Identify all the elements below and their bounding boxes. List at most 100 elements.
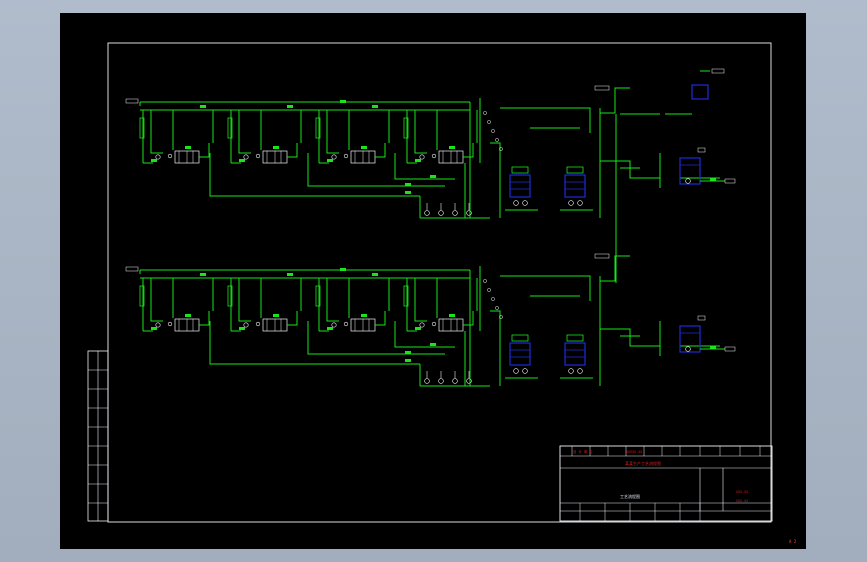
pump-symbol [452, 378, 458, 384]
line-tag [340, 268, 346, 271]
designer-label: 设 计 单 位 [573, 449, 593, 454]
storage-tank [679, 157, 701, 185]
train-branch [326, 278, 339, 322]
pump-symbol [331, 154, 337, 160]
vent-label [594, 85, 610, 91]
train-outlet [287, 311, 298, 326]
condenser [566, 166, 584, 174]
line-tag [449, 146, 455, 149]
train-outlet [463, 143, 474, 158]
line-tag [327, 159, 333, 162]
vessel-body [509, 342, 531, 366]
pump-symbol [419, 322, 425, 328]
pump-symbol [424, 210, 430, 216]
pump-symbol [513, 368, 519, 374]
pump-symbol [522, 200, 528, 206]
pump-symbol [331, 322, 337, 328]
column-vessel [139, 117, 145, 139]
reactor-train-4 [403, 278, 478, 332]
pump-symbol [155, 322, 161, 328]
valve-symbol [499, 315, 503, 319]
line-tag [273, 146, 279, 149]
train-branch [414, 110, 427, 154]
product-line [600, 328, 660, 347]
process-unit-upper [125, 85, 736, 219]
train-branch [326, 110, 339, 154]
inner-border [107, 42, 772, 523]
pump-symbol [452, 210, 458, 216]
column-bottoms [490, 142, 501, 218]
train-outlet [287, 143, 298, 158]
feed-inlet-label [125, 98, 139, 104]
line-tag [405, 359, 411, 362]
line-tag [185, 314, 191, 317]
line-tag [405, 351, 411, 354]
reactor-train-2 [227, 278, 302, 332]
tank-label [711, 68, 725, 74]
collect-line-2 [307, 153, 445, 187]
product-line [600, 160, 660, 179]
vent-line [600, 255, 630, 282]
vessel-body [564, 342, 586, 366]
line-tag [361, 314, 367, 317]
pump-symbol [568, 200, 574, 206]
valve-symbol [499, 147, 503, 151]
train-outlet [375, 311, 386, 326]
collect-line-3 [394, 153, 455, 180]
condenser [511, 166, 529, 174]
pump-symbol [685, 346, 691, 352]
line-tag [200, 273, 206, 276]
valve-symbol [343, 321, 349, 327]
line-tag [151, 327, 157, 330]
valve-symbol [495, 138, 499, 142]
line-tag [415, 159, 421, 162]
pump-symbol [513, 200, 519, 206]
reactor-train-2 [227, 110, 302, 164]
line-tag [273, 314, 279, 317]
reflux-drum [545, 299, 552, 317]
drawing-code-1: XXX-XX [736, 490, 749, 494]
storage-label [697, 147, 706, 153]
corner-tag: A 2 [789, 539, 797, 544]
pump-symbol [577, 368, 583, 374]
line-tag [405, 191, 411, 194]
pump-symbol [522, 368, 528, 374]
line-tag [710, 178, 716, 181]
valve-symbol [255, 153, 261, 159]
line-tag [151, 159, 157, 162]
storage-tank [679, 325, 701, 353]
line-tag [185, 146, 191, 149]
reactor-train-3 [315, 110, 390, 164]
line-tag [287, 105, 293, 108]
pump-symbol [466, 210, 472, 216]
column-vessel-2 [560, 166, 593, 211]
condenser [566, 334, 584, 342]
collect-line-2 [307, 321, 445, 355]
pump-symbol [243, 154, 249, 160]
column-feed [500, 107, 591, 133]
line-tag [710, 346, 716, 349]
column-vessel [227, 117, 233, 139]
line-tag [430, 175, 436, 178]
valve-symbol [487, 288, 491, 292]
collect-line-1 [209, 321, 420, 365]
train-branch [150, 278, 163, 322]
project-code: XXXXX-XX [626, 450, 643, 454]
valve-symbol [495, 306, 499, 310]
column-vessel [139, 285, 145, 307]
valve-symbol [491, 297, 495, 301]
line-tag [415, 327, 421, 330]
line-tag [372, 273, 378, 276]
line-tag [200, 105, 206, 108]
line-tag [239, 159, 245, 162]
pump-symbol [568, 368, 574, 374]
vent-line [600, 87, 630, 114]
line-tag [340, 100, 346, 103]
tank-body [679, 325, 701, 353]
train-outlet [199, 311, 210, 326]
pump-symbol [577, 200, 583, 206]
